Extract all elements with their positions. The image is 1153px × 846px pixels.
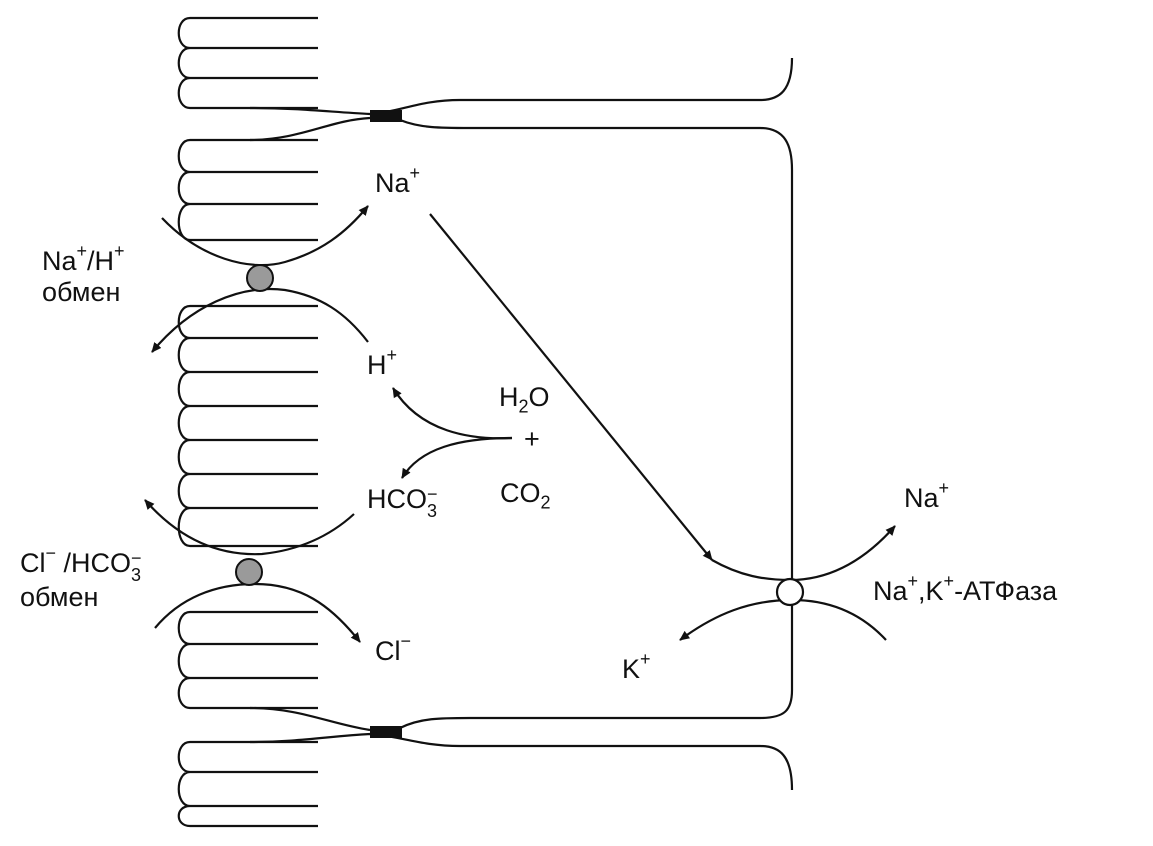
tight-junction-bottom (370, 726, 402, 738)
cl-ion-label: Cl− (375, 631, 412, 666)
h-formation-arrow (392, 387, 513, 440)
hco3-formation-arrow (401, 436, 513, 479)
atpase-lower-arc (679, 598, 887, 641)
brush-border-microvilli (177, 16, 318, 828)
na-ion-top-label: Na+ (375, 163, 421, 198)
cl-hco3-exchanger-carrier (235, 558, 263, 586)
na-k-atpase-label: Na+,K+-АТФаза (873, 571, 1058, 606)
na-ion-right-label: Na+ (904, 478, 950, 513)
na-h-exchanger-carrier (246, 264, 274, 292)
na-diffusion-arrow (429, 213, 713, 561)
atpase-carrier (775, 577, 805, 607)
na-h-exchanger-upper-arc (161, 205, 369, 267)
na-h-exchange-label: Na+/H+ обмен (42, 241, 125, 308)
lower-neighbor-cell-membrane (249, 706, 371, 732)
upper-neighbor-cell-membrane (249, 57, 794, 116)
h2o-label: H2O (499, 382, 550, 417)
atpase-upper-arc (711, 525, 896, 582)
cell-outline (399, 118, 794, 729)
lower-neighbor-cell-membrane-2 (249, 732, 794, 791)
hco3-ion-label: HCO−3 (367, 484, 438, 522)
cl-hco3-exchanger-upper-arc (144, 499, 355, 556)
h-ion-label: H+ (367, 345, 398, 380)
co2-label: CO2 (500, 478, 551, 513)
reaction-plus-label: + (524, 424, 540, 454)
na-h-exchanger-lower-arc (151, 288, 369, 353)
k-ion-label: K+ (622, 649, 651, 684)
upper-cell-apical-membrane (249, 116, 371, 142)
cl-hco3-exchange-label: Cl− /HCO−3 обмен (20, 543, 142, 613)
tight-junction-top (370, 110, 402, 122)
